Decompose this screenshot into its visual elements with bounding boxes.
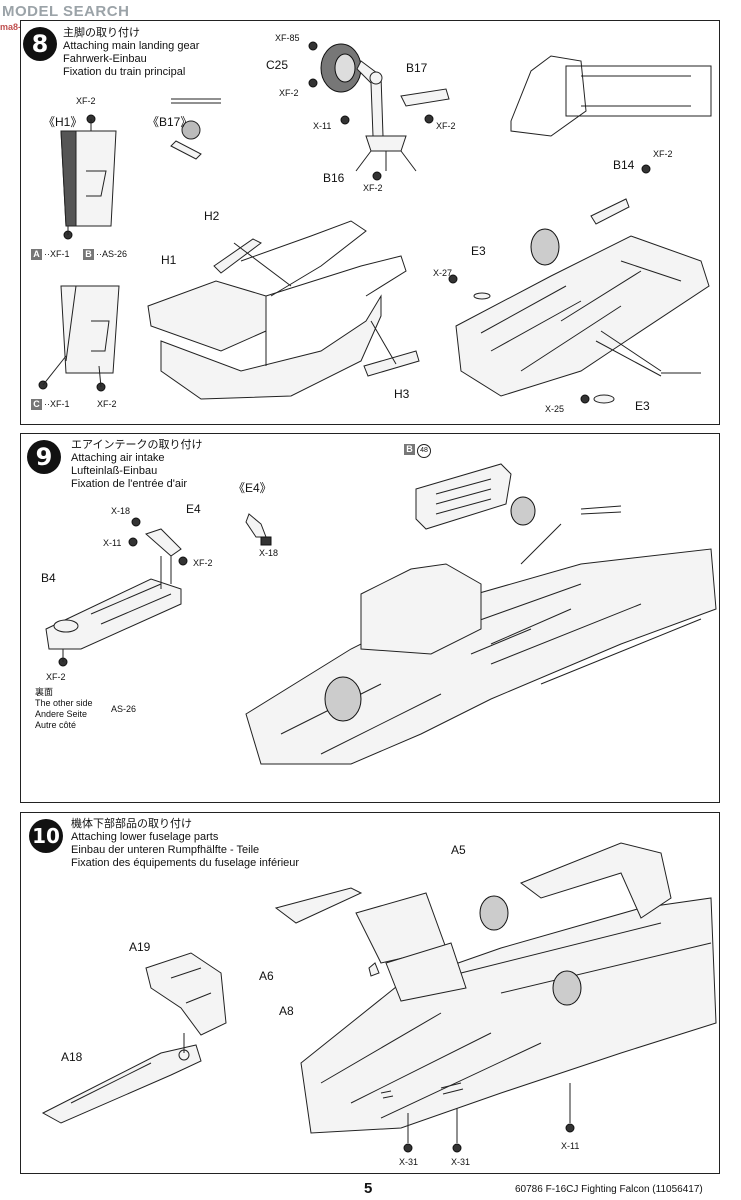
h3-label: H3: [394, 387, 410, 401]
as26-label: AS-26: [111, 704, 137, 714]
step8-drawing: [38, 41, 712, 404]
step8-panel: 8 主脚の取り付け Attaching main landing gear Fa…: [20, 20, 720, 425]
b4-label: B4: [41, 571, 56, 585]
step10-number: 10: [29, 819, 63, 853]
paint-legend-c: C··XF-1: [31, 399, 70, 410]
paint-legend-a: A··XF-1: [31, 249, 70, 260]
x25-label: X-25: [545, 404, 565, 414]
xf2-label: XF-2: [46, 672, 66, 682]
product-code: 60786 F-16CJ Fighting Falcon (11056417): [515, 1184, 703, 1195]
e4-label: E4: [186, 502, 201, 516]
step8-title: 主脚の取り付け Attaching main landing gear Fahr…: [63, 27, 199, 79]
step10-title-en: Attaching lower fuselage parts: [71, 831, 219, 843]
step8-title-en: Attaching main landing gear: [63, 40, 200, 52]
step9-title: エアインテークの取り付け Attaching air intake Luftei…: [71, 439, 202, 491]
xf2-label: XF-2: [193, 558, 213, 568]
c25-label: C25: [266, 58, 289, 72]
xf85-label: XF-85: [275, 33, 300, 43]
x11-label: X-11: [561, 1141, 580, 1151]
a6-label: A6: [259, 969, 274, 983]
step9-title-en: Attaching air intake: [71, 452, 165, 464]
x18-label: X-18: [259, 548, 279, 558]
b14-label: B14: [613, 158, 635, 172]
step10-title: 機体下部部品の取り付け Attaching lower fuselage par…: [71, 818, 299, 870]
b16-label: B16: [323, 171, 345, 185]
xf2-label: XF-2: [363, 183, 383, 193]
step9-number: 9: [27, 440, 61, 474]
step10-title-de: Einbau der unteren Rumpfhälfte - Teile: [71, 844, 260, 856]
watermark: MODEL SEARCH: [2, 3, 130, 20]
step10-title-fr: Fixation des équipements du fuselage inf…: [71, 857, 300, 869]
x31-label: X-31: [451, 1157, 471, 1167]
h1-detail-label: 《H1》: [43, 115, 83, 129]
x18-label: X-18: [111, 506, 131, 516]
page-number: 5: [364, 1180, 373, 1197]
e4-detail-label: 《E4》: [233, 481, 272, 495]
h1-label: H1: [161, 253, 177, 267]
x11-label: X-11: [313, 121, 332, 131]
e3-label: E3: [635, 399, 650, 413]
xf2-label: XF-2: [653, 149, 673, 159]
xf2-label: XF-2: [76, 96, 96, 106]
step10-panel: 10 機体下部部品の取り付け Attaching lower fuselage …: [20, 812, 720, 1174]
step8-title-ja: 主脚の取り付け: [63, 27, 140, 39]
step8-title-fr: Fixation du train principal: [63, 66, 186, 78]
b17-detail-label: 《B17》: [147, 115, 193, 129]
step8-title-de: Fahrwerk-Einbau: [63, 53, 147, 65]
step9-panel: 9 エアインテークの取り付け Attaching air intake Luft…: [20, 433, 720, 803]
x27-label: X-27: [433, 268, 453, 278]
b17-label: B17: [406, 61, 428, 75]
step9-title-ja: エアインテークの取り付け: [71, 439, 203, 451]
a8-label: A8: [279, 1004, 294, 1018]
xf2-label: XF-2: [279, 88, 299, 98]
step8-number: 8: [23, 27, 57, 61]
other-side-note: 裏面 The other side Andere Seite Autre côt…: [35, 687, 93, 730]
h2-label: H2: [204, 209, 220, 223]
x31-label: X-31: [399, 1157, 419, 1167]
e3-label: E3: [471, 244, 486, 258]
step10-title-ja: 機体下部部品の取り付け: [71, 818, 192, 830]
step9-title-fr: Fixation de l'entrée d'air: [71, 478, 188, 490]
paint-legend-b: B··AS-26: [83, 249, 127, 260]
x11-label: X-11: [103, 538, 122, 548]
step9-drawing: [45, 463, 717, 765]
xf2-label: XF-2: [436, 121, 456, 131]
step10-drawing: [41, 842, 717, 1153]
a5-label: A5: [451, 843, 466, 857]
step9-title-de: Lufteinlaß-Einbau: [71, 465, 158, 477]
xf2-label: XF-2: [97, 399, 117, 409]
a18-label: A18: [61, 1050, 83, 1064]
a19-label: A19: [129, 940, 151, 954]
